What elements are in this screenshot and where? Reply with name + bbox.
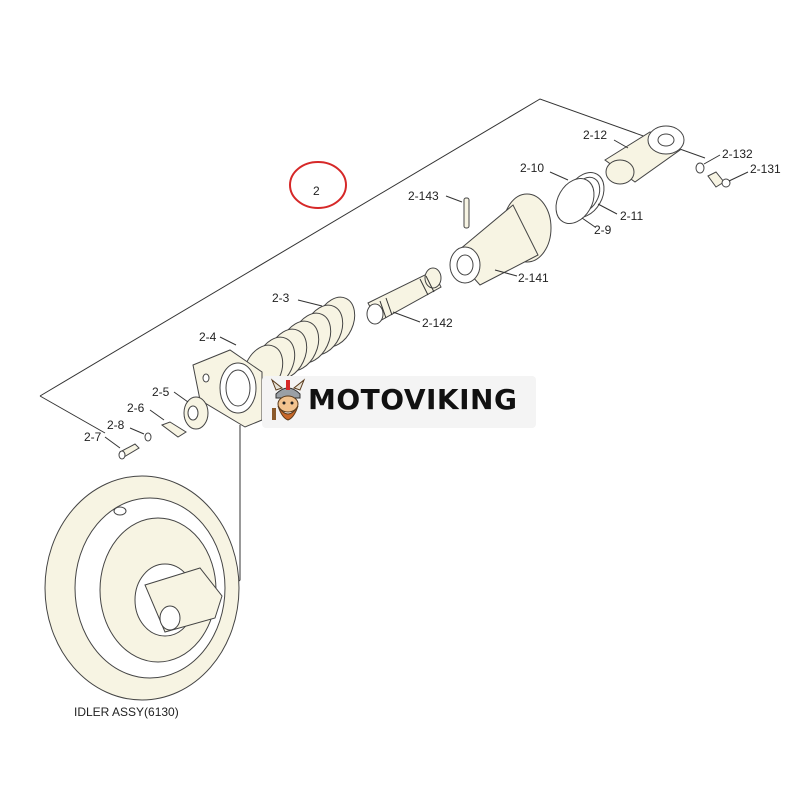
watermark-banner [262, 376, 536, 428]
part-2-7-bolt [118, 443, 140, 460]
viking-mascot-icon [270, 378, 306, 421]
label-2-3: 2-3 [272, 291, 290, 305]
label-2-8: 2-8 [107, 418, 125, 432]
label-2-10: 2-10 [520, 161, 544, 175]
part-2-142-threaded-rod [366, 267, 442, 325]
part-2-3-spring [242, 296, 356, 396]
label-2-132: 2-132 [722, 147, 753, 161]
part-2-143-pin [463, 197, 470, 229]
label-2-131: 2-131 [750, 162, 781, 176]
part-2-12-pin [604, 125, 685, 185]
assembly-highlight-circle [289, 161, 347, 209]
part-2-132-washer [695, 162, 705, 174]
label-2-5: 2-5 [152, 385, 170, 399]
label-2-143: 2-143 [408, 189, 439, 203]
part-2-4-bracket [192, 349, 263, 428]
label-2-7: 2-7 [84, 430, 102, 444]
part-2-141-flange-cylinder [449, 193, 552, 286]
label-2-6: 2-6 [127, 401, 145, 415]
label-2-141: 2-141 [518, 271, 549, 285]
label-2-9: 2-9 [594, 223, 612, 237]
part-2-6-lock-plate [160, 421, 187, 438]
part-2-5-nut [183, 396, 209, 430]
part-2-9-ring [555, 178, 595, 224]
label-2-142: 2-142 [422, 316, 453, 330]
label-2-4: 2-4 [199, 330, 217, 344]
idler-caption: IDLER ASSY(6130) [74, 705, 179, 719]
watermark-text: MOTOVIKING [308, 383, 518, 416]
label-2-12: 2-12 [583, 128, 607, 142]
part-2-131-bolt [707, 171, 731, 188]
label-2-11: 2-11 [620, 209, 643, 223]
part-2-8-washer [144, 432, 152, 442]
idler-wheel [44, 475, 240, 701]
assembly-number-label: 2 [313, 184, 320, 198]
